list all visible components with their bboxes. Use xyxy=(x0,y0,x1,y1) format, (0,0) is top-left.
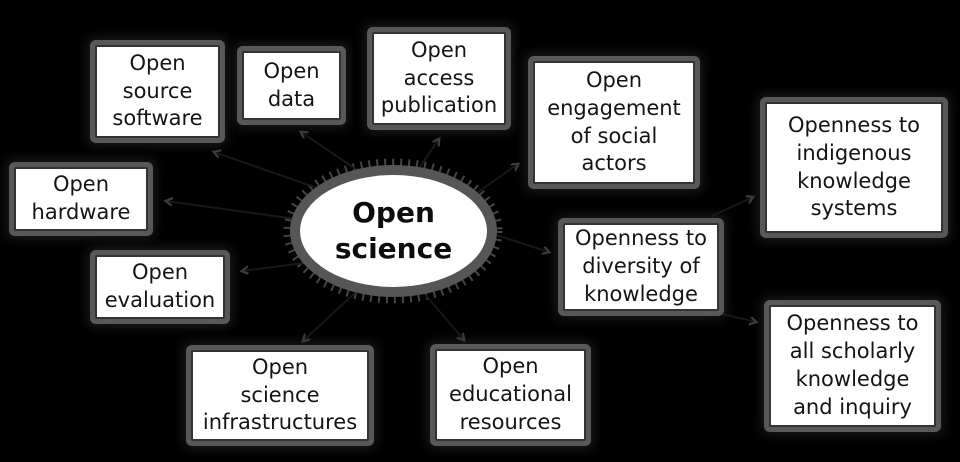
node-label: Open educational resources xyxy=(449,354,572,434)
node-label: Open engagement of social actors xyxy=(547,67,681,176)
node-open-science: Open science xyxy=(290,165,497,297)
node-open-access-publication: Open access publication xyxy=(372,32,506,125)
node-open-engagement-of-social-actors: Open engagement of social actors xyxy=(533,61,695,184)
arrow-openness-diversity-to-indigenous-knowledge xyxy=(711,197,753,217)
arrow-open-science-to-open-hardware xyxy=(166,201,297,220)
node-open-hardware: Open hardware xyxy=(14,167,148,231)
node-label: Open science infrastructures xyxy=(202,354,358,435)
node-open-science-label: Open science xyxy=(334,196,453,265)
arrow-open-science-to-openness-diversity xyxy=(489,232,549,252)
node-label: Open data xyxy=(263,58,320,111)
node-open-evaluation: Open evaluation xyxy=(95,255,225,319)
node-label: Open hardware xyxy=(31,172,131,224)
node-openness-to-indigenous-knowledge-systems: Openness to indigenous knowledge systems xyxy=(765,102,943,233)
node-open-science-infrastructures: Open science infrastructures xyxy=(191,350,369,441)
center-ellipse-rough-edge xyxy=(283,158,503,304)
arrow-open-science-to-open-science-infrastructures xyxy=(303,290,358,341)
node-label: Openness to diversity of knowledge xyxy=(575,226,707,306)
arrow-open-science-to-open-educational-resources xyxy=(422,291,464,340)
node-label: Open source software xyxy=(112,50,203,131)
arrow-open-science-to-open-access-publication xyxy=(416,139,439,172)
arrow-open-science-to-open-engagement xyxy=(470,164,518,198)
node-openness-to-all-scholarly-knowledge-and-inquiry: Openness to all scholarly knowledge and … xyxy=(769,305,936,427)
node-label: Open evaluation xyxy=(104,260,216,312)
arrow-openness-diversity-to-all-scholarly xyxy=(713,311,756,322)
node-open-educational-resources: Open educational resources xyxy=(435,349,586,441)
node-openness-to-diversity-of-knowledge: Openness to diversity of knowledge xyxy=(563,223,719,311)
node-label: Open access publication xyxy=(380,37,498,118)
node-label: Openness to all scholarly knowledge and … xyxy=(786,311,919,419)
node-open-source-software: Open source software xyxy=(95,45,220,138)
node-open-data: Open data xyxy=(242,51,341,120)
arrow-open-science-to-open-evaluation xyxy=(242,261,313,271)
node-label: Openness to indigenous knowledge systems xyxy=(788,112,920,221)
